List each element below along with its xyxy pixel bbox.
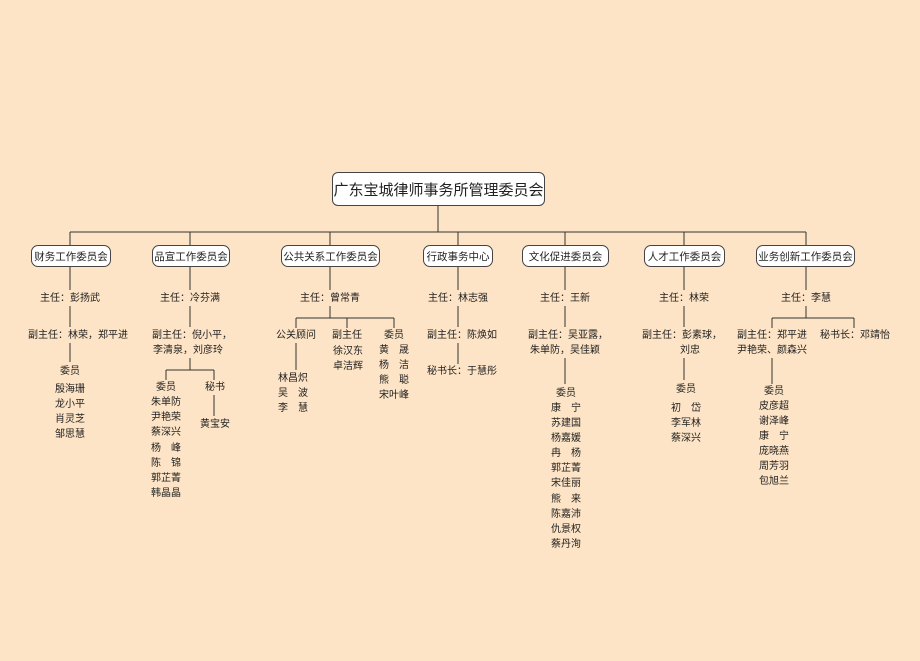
dept-box-public-relations: 公共关系工作委员会 xyxy=(281,245,380,267)
finance-member: 邹思慧 xyxy=(55,429,85,440)
pr-deputy: 徐汉东 xyxy=(333,346,363,357)
culture-member: 郭芷菁 xyxy=(551,463,581,474)
culture-deputy-line1: 副主任：吴亚露， xyxy=(528,330,608,341)
dept-box-branding: 品宣工作委员会 xyxy=(152,245,230,267)
pr-advisor-label: 公关顾问 xyxy=(276,330,316,341)
finance-deputy: 副主任：林荣，郑平进 xyxy=(28,330,128,341)
culture-member: 熊 来 xyxy=(551,494,581,505)
innovation-deputy-line1: 副主任：郑平进 xyxy=(737,330,807,341)
dept-box-culture: 文化促进委员会 xyxy=(522,245,609,267)
admin-director: 主任：林志强 xyxy=(428,293,488,304)
talent-deputy-line2: 刘忠 xyxy=(680,345,700,356)
root-node-title: 广东宝城律师事务所管理委员会 xyxy=(332,172,545,206)
innovation-secretary-general: 秘书长：邓靖怡 xyxy=(820,330,890,341)
branding-member: 陈 锦 xyxy=(151,458,181,469)
culture-member: 康 宁 xyxy=(551,403,581,414)
pr-deputy: 卓洁辉 xyxy=(333,361,363,372)
talent-deputy-line1: 副主任：彭素球， xyxy=(642,330,722,341)
dept-box-finance: 财务工作委员会 xyxy=(31,245,111,267)
pr-member: 熊 聪 xyxy=(379,375,409,386)
branding-members-label: 委员 xyxy=(156,382,176,393)
finance-director: 主任：彭扬武 xyxy=(40,293,100,304)
innovation-member: 周芳羽 xyxy=(759,461,789,472)
branding-member: 朱单防 xyxy=(151,397,181,408)
culture-member: 杨嘉媛 xyxy=(551,433,581,444)
talent-director: 主任：林荣 xyxy=(659,293,709,304)
culture-member: 仇景权 xyxy=(551,524,581,535)
branding-secretary-label: 秘书 xyxy=(205,382,225,393)
innovation-deputy-line2: 尹艳荣、颜森兴 xyxy=(737,345,807,356)
pr-member: 宋叶峰 xyxy=(379,390,409,401)
culture-members-label: 委员 xyxy=(556,388,576,399)
innovation-member: 庞晓燕 xyxy=(759,446,789,457)
culture-deputy-line2: 朱单防，吴佳颖 xyxy=(530,345,600,356)
innovation-member: 包旭兰 xyxy=(759,476,789,487)
branding-secretary: 黄宝安 xyxy=(200,419,230,430)
branding-deputy-line1: 副主任：倪小平， xyxy=(152,330,232,341)
branding-member: 韩晶晶 xyxy=(151,488,181,499)
pr-members-label: 委员 xyxy=(384,330,404,341)
talent-member: 李军林 xyxy=(671,418,701,429)
finance-member: 肖灵芝 xyxy=(55,414,85,425)
pr-director: 主任：曾常青 xyxy=(300,293,360,304)
branding-member: 蔡深兴 xyxy=(151,427,181,438)
branding-member: 杨 峰 xyxy=(151,443,181,454)
talent-member: 初 岱 xyxy=(671,403,701,414)
dept-box-talent: 人才工作委员会 xyxy=(644,245,725,267)
culture-member: 蔡丹洵 xyxy=(551,539,581,550)
innovation-director: 主任：李慧 xyxy=(781,293,831,304)
culture-director: 主任：王新 xyxy=(540,293,590,304)
talent-members-label: 委员 xyxy=(676,384,696,395)
finance-members-label: 委员 xyxy=(60,366,80,377)
culture-member: 冉 杨 xyxy=(551,448,581,459)
admin-deputy: 副主任：陈焕如 xyxy=(427,330,497,341)
dept-box-admin-center: 行政事务中心 xyxy=(423,245,493,267)
branding-director: 主任：冷芬满 xyxy=(160,293,220,304)
branding-member: 郭芷菁 xyxy=(151,473,181,484)
branding-member: 尹艳荣 xyxy=(151,412,181,423)
pr-advisor: 李 慧 xyxy=(278,403,308,414)
branding-deputy-line2: 李清泉，刘彦玲 xyxy=(153,345,223,356)
pr-advisor: 林昌炽 xyxy=(278,373,308,384)
dept-box-business-innovation: 业务创新工作委员会 xyxy=(756,245,855,267)
culture-member: 宋佳丽 xyxy=(551,478,581,489)
admin-secretary-general: 秘书长：于慧彤 xyxy=(427,366,497,377)
pr-deputy-label: 副主任 xyxy=(332,330,362,341)
talent-member: 蔡深兴 xyxy=(671,433,701,444)
innovation-member: 谢泽峰 xyxy=(759,416,789,427)
pr-member: 黄 晟 xyxy=(379,345,409,356)
culture-member: 苏建国 xyxy=(551,418,581,429)
finance-member: 殷海珊 xyxy=(55,384,85,395)
innovation-member: 康 宁 xyxy=(759,431,789,442)
innovation-member: 皮彦超 xyxy=(759,401,789,412)
pr-advisor: 吴 波 xyxy=(278,388,308,399)
pr-member: 杨 洁 xyxy=(379,360,409,371)
culture-member: 陈嘉沛 xyxy=(551,509,581,520)
finance-member: 龙小平 xyxy=(55,399,85,410)
innovation-members-label: 委员 xyxy=(764,386,784,397)
